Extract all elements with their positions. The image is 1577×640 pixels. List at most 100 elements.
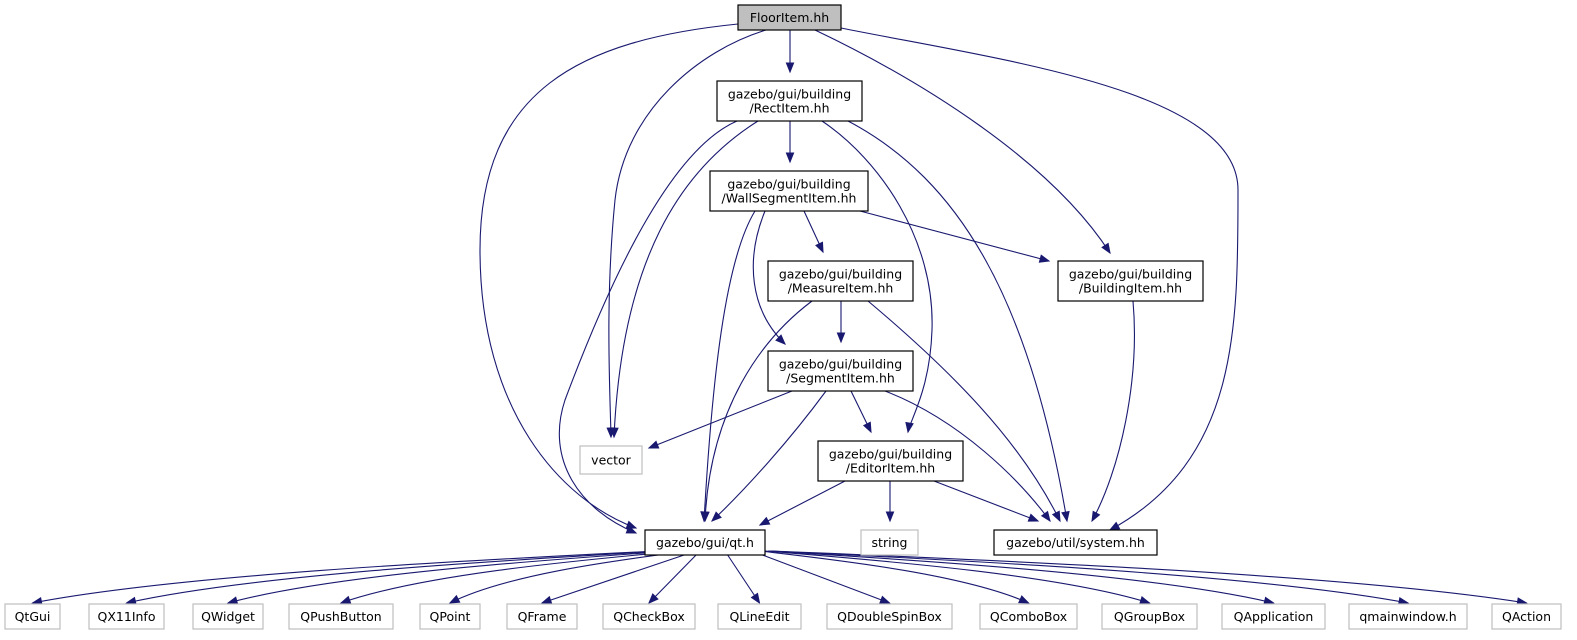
edge-qt-to-qaction [771,550,1528,606]
arrowhead [1263,596,1275,606]
arrowhead [785,62,795,74]
edge-line [933,480,1039,522]
edge-wallsegmentitem-to-measureitem [803,210,824,254]
edge-line [711,390,827,522]
arrowhead [701,511,710,523]
node-label-line: FloorItem.hh [750,10,829,25]
edge-line [32,550,658,604]
edge-segmentitem-to-qt [711,390,827,522]
node-label-line: QAction [1502,609,1551,624]
node-label-line: QFrame [518,609,567,624]
edge-line [759,550,1029,604]
node-qt[interactable]: gazebo/gui/qt.h [644,529,766,556]
arrowhead [1040,510,1051,523]
node-label-line: QPoint [430,609,471,624]
node-qx11info: QX11Info [88,603,165,630]
edge-editoritem-to-qt [758,480,846,526]
edge-line [752,210,786,345]
node-box [737,4,842,31]
node-box [717,603,802,630]
edge-rectitem-to-vector [610,120,759,439]
edge-line [648,550,701,604]
node-system[interactable]: gazebo/util/system.hh [993,529,1158,556]
node-qwidget: QWidget [192,603,264,630]
node-label-line: gazebo/gui/qt.h [656,535,754,550]
node-qapplication: QApplication [1221,603,1326,630]
node-qcheckbox: QCheckBox [602,603,696,630]
node-qaction: QAction [1491,603,1562,630]
node-label-line: vector [591,453,632,468]
node-label-line: qmainwindow.h [1359,609,1456,624]
arrowhead [815,241,824,254]
arrowhead [1038,254,1051,263]
edge-rectitem-to-wallsegmentitem [785,121,795,164]
edge-qt-to-qcombobox [759,550,1030,604]
node-label-line: QDoubleSpinBox [837,609,942,624]
arrowhead [647,440,660,449]
edge-line [227,550,674,604]
node-label-line: gazebo/util/system.hh [1006,535,1145,550]
edge-wallsegmentitem-to-segmentitem [752,210,786,345]
edge-line [479,23,739,529]
edge-rectitem-to-editoritem [821,120,933,434]
node-box [716,80,863,122]
edge-line [840,27,1239,531]
edge-line [859,210,1050,262]
arrowhead [625,520,638,529]
edge-line [814,29,1111,254]
node-qframe: QFrame [506,603,578,630]
node-label-line: /WallSegmentItem.hh [722,191,857,206]
arrowhead [610,427,619,439]
edge-measureitem-to-system [867,300,1061,523]
node-segmentitem[interactable]: gazebo/gui/building/SegmentItem.hh [767,350,914,392]
node-box [1101,603,1198,630]
arrowhead [1108,521,1121,531]
edge-qt-to-qframe [540,550,697,605]
node-box [288,603,394,630]
node-label-line: QComboBox [990,609,1067,624]
edge-rectitem-to-qt [558,120,738,534]
node-wallsegmentitem[interactable]: gazebo/gui/building/WallSegmentItem.hh [709,170,869,212]
edge-editoritem-to-string [885,481,895,523]
node-qdoublespinbox: QDoubleSpinBox [826,603,953,630]
node-box [419,603,481,630]
arrowhead [905,421,914,434]
node-label-line: string [872,535,908,550]
edge-line [608,29,767,438]
edge-line [541,550,697,604]
node-label-line: /EditorItem.hh [846,461,935,476]
node-measureitem[interactable]: gazebo/gui/building/MeasureItem.hh [767,260,914,302]
edge-line [847,120,1068,522]
arrowhead [885,511,895,523]
node-label-line: QLineEdit [729,609,789,624]
edge-rectitem-to-system [847,120,1070,523]
arrowhead [750,592,761,605]
node-box [767,260,914,302]
edge-segmentitem-to-system [884,390,1051,523]
node-box [1221,603,1326,630]
node-box [767,350,914,392]
edge-flooritem-to-buildingitem [814,29,1111,255]
edge-line [648,390,793,449]
node-rectitem[interactable]: gazebo/gui/building/RectItem.hh [716,80,863,122]
node-label-line: gazebo/gui/building [728,87,851,102]
arrowhead [648,593,659,604]
node-box [579,445,643,475]
node-box [1491,603,1562,630]
node-flooritem[interactable]: FloorItem.hh [737,4,842,31]
node-qgroupbox: QGroupBox [1101,603,1198,630]
node-label-line: gazebo/gui/building [1069,267,1192,282]
node-box [860,529,919,556]
node-editoritem[interactable]: gazebo/gui/building/EditorItem.hh [817,440,964,482]
edge-qt-to-qcheckbox [648,550,701,604]
arrowhead [1139,596,1151,605]
arrowhead [540,595,553,605]
edge-line [613,120,759,438]
edge-qt-to-qlineedit [724,550,761,605]
arrowhead [339,595,352,604]
node-qlineedit: QLineEdit [717,603,802,630]
arrowhead [785,152,795,164]
node-buildingitem[interactable]: gazebo/gui/building/BuildingItem.hh [1057,260,1204,302]
node-label-line: QWidget [201,609,255,624]
arrowhead [711,511,722,522]
